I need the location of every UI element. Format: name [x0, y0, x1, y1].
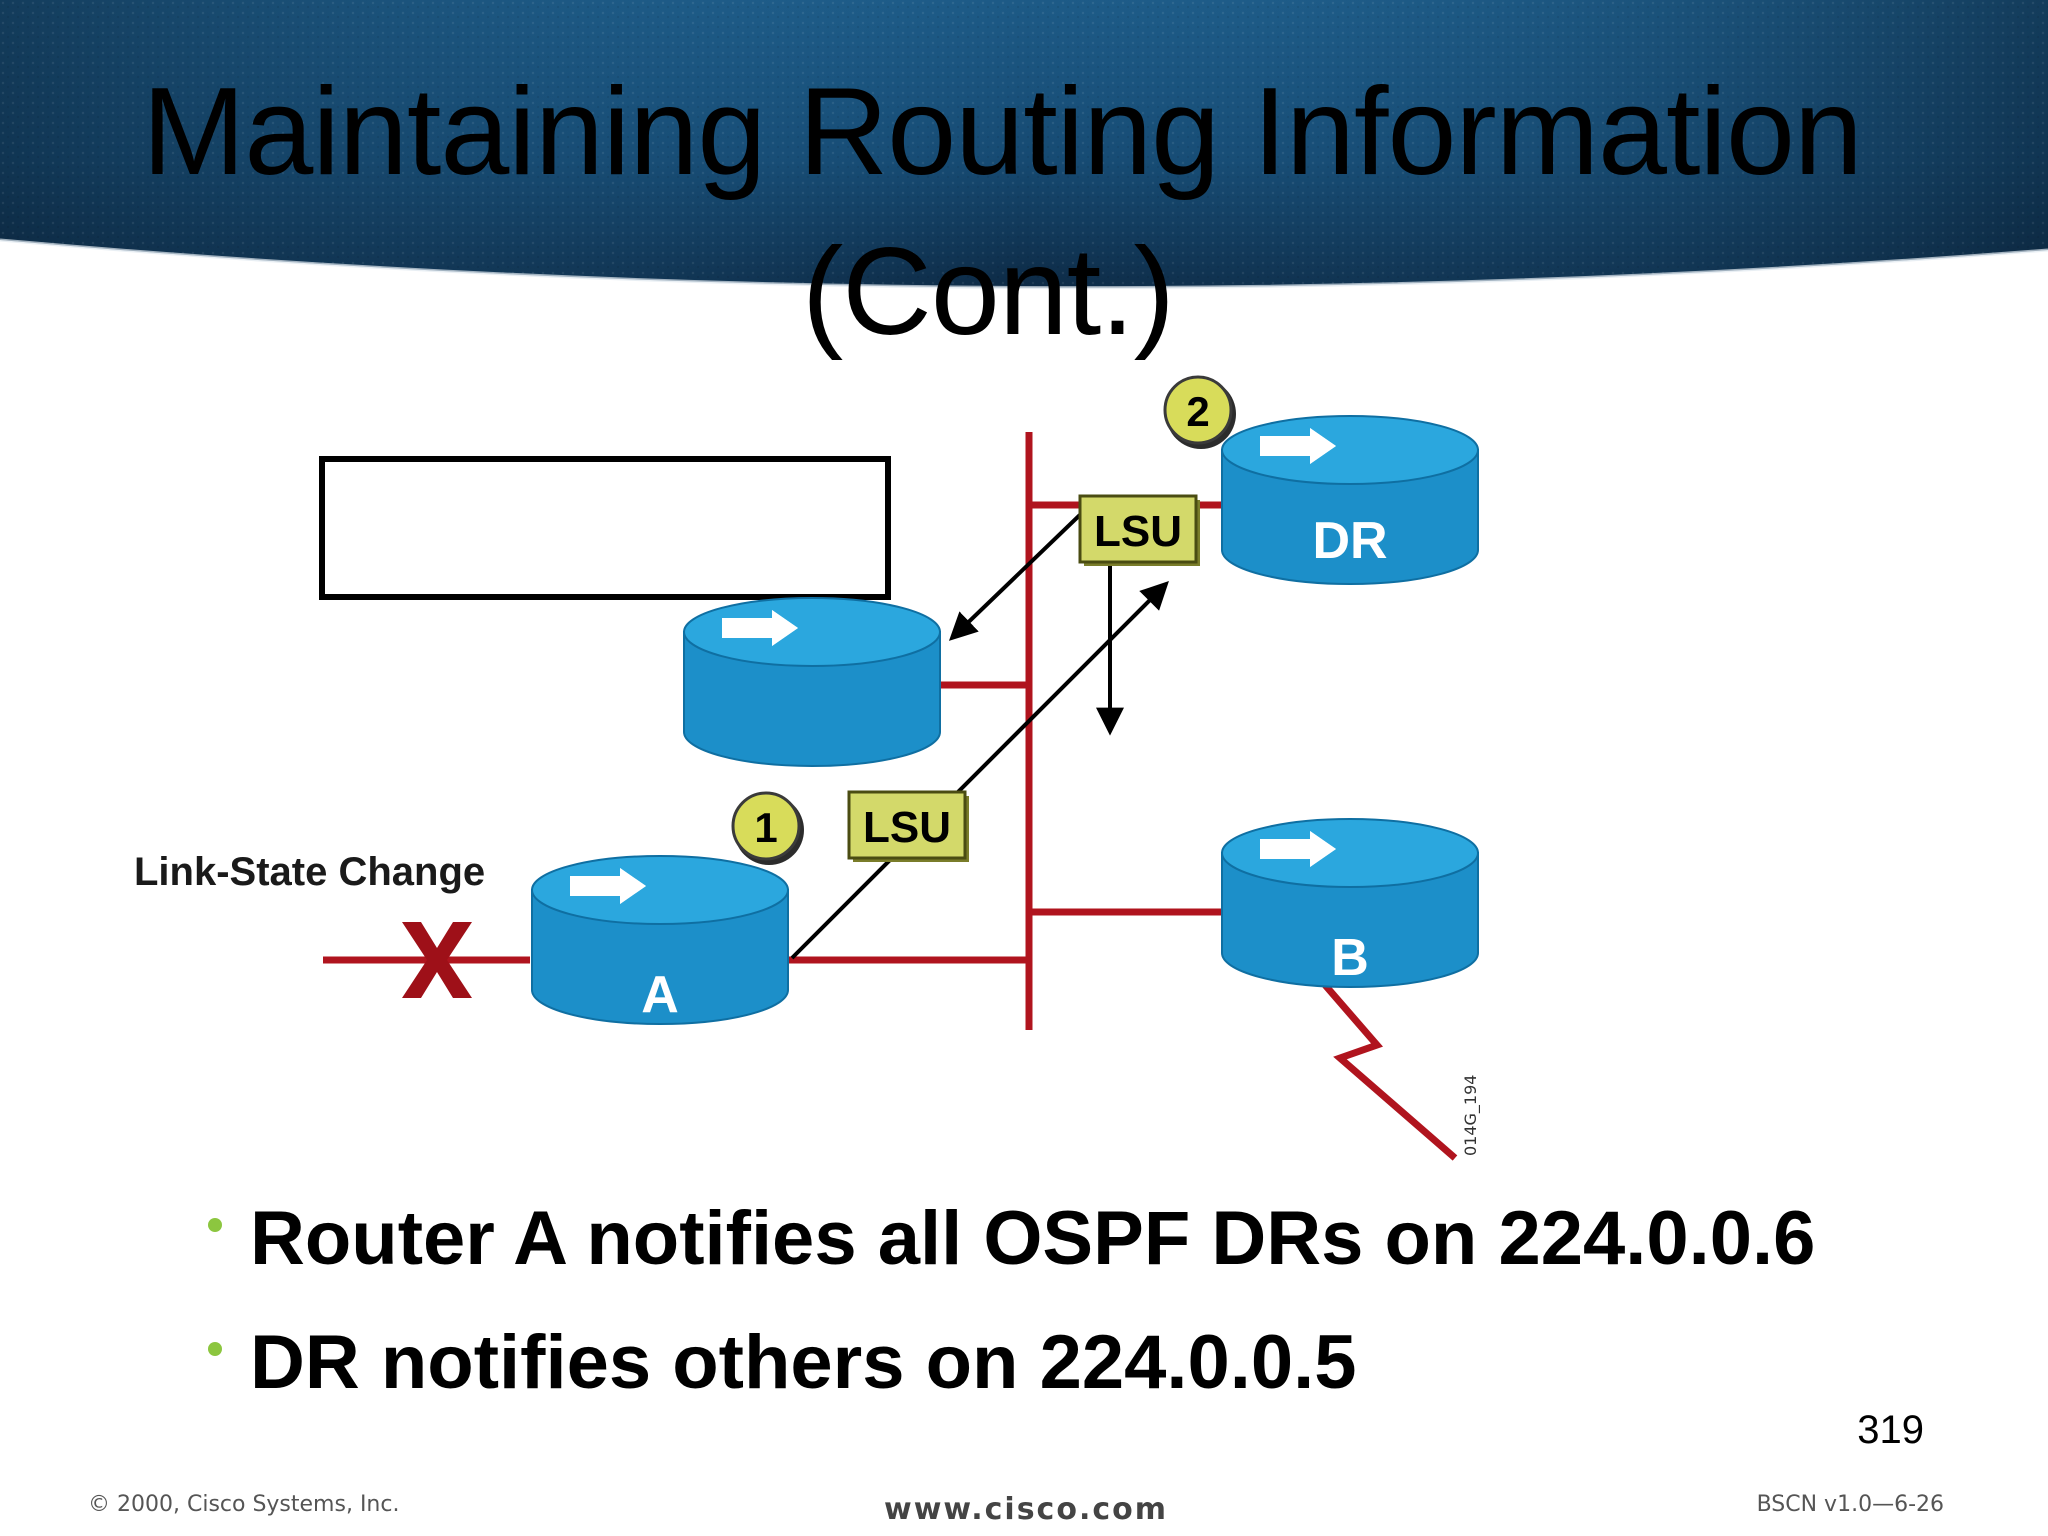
lsu-packet-dr: LSU: [1078, 494, 1200, 566]
lsu-label-dr: LSU: [1094, 507, 1182, 556]
bullet-item: Router A notifies all OSPF DRs on 224.0.…: [200, 1192, 1815, 1286]
router-arrows-icon: [722, 610, 798, 646]
step-number-2: 2: [1186, 388, 1209, 435]
router-arrows-icon: [570, 868, 646, 904]
footer-course-code: BSCN v1.0—6-26: [1756, 1492, 1944, 1517]
router-arrows-icon: [1260, 428, 1336, 464]
footer-website: www.cisco.com: [884, 1492, 1168, 1527]
bullet-item: DR notifies others on 224.0.0.5: [200, 1316, 1815, 1410]
router-b-label: B: [1331, 929, 1369, 987]
page-title-continued: (Cont.): [802, 223, 1175, 361]
bullet-text: Router A notifies all OSPF DRs on 224.0.…: [250, 1196, 1816, 1281]
page-number: 319: [1857, 1408, 1924, 1452]
router-arrows-icon: [1260, 831, 1336, 867]
empty-callout-box: [319, 456, 891, 600]
figure-id: 014G_194: [1461, 1075, 1481, 1156]
title-banner: [0, 0, 2048, 290]
router-b: B: [1221, 818, 1479, 988]
arrow-a-to-dr: [790, 581, 1169, 960]
link-failure-x-icon: [402, 922, 472, 998]
router-a-label: A: [641, 966, 679, 1024]
link-state-change-label: Link-State Change: [134, 850, 485, 894]
bullet-list: Router A notifies all OSPF DRs on 224.0.…: [200, 1192, 1815, 1440]
lsu-label-a: LSU: [863, 803, 951, 852]
bullet-dot-icon: [208, 1342, 222, 1356]
step-number-1: 1: [754, 804, 777, 851]
lsu-packet-a: LSU: [847, 790, 969, 862]
router-dr-label: DR: [1312, 512, 1387, 570]
step-marker-2: 2: [1163, 375, 1236, 449]
bullet-text: DR notifies others on 224.0.0.5: [250, 1320, 1357, 1405]
bullet-dot-icon: [208, 1218, 222, 1232]
footer-copyright: © 2000, Cisco Systems, Inc.: [88, 1492, 400, 1517]
wan-serial-link: [1322, 982, 1458, 1161]
lsu-flow-arrows: [790, 508, 1169, 960]
router-a: A: [531, 855, 789, 1025]
step-marker-1: 1: [731, 791, 804, 865]
router-other: [683, 597, 941, 767]
page-title: Maintaining Routing Information: [142, 63, 1863, 201]
arrow-dr-to-router: [948, 508, 1087, 641]
router-dr: DR: [1221, 415, 1479, 585]
